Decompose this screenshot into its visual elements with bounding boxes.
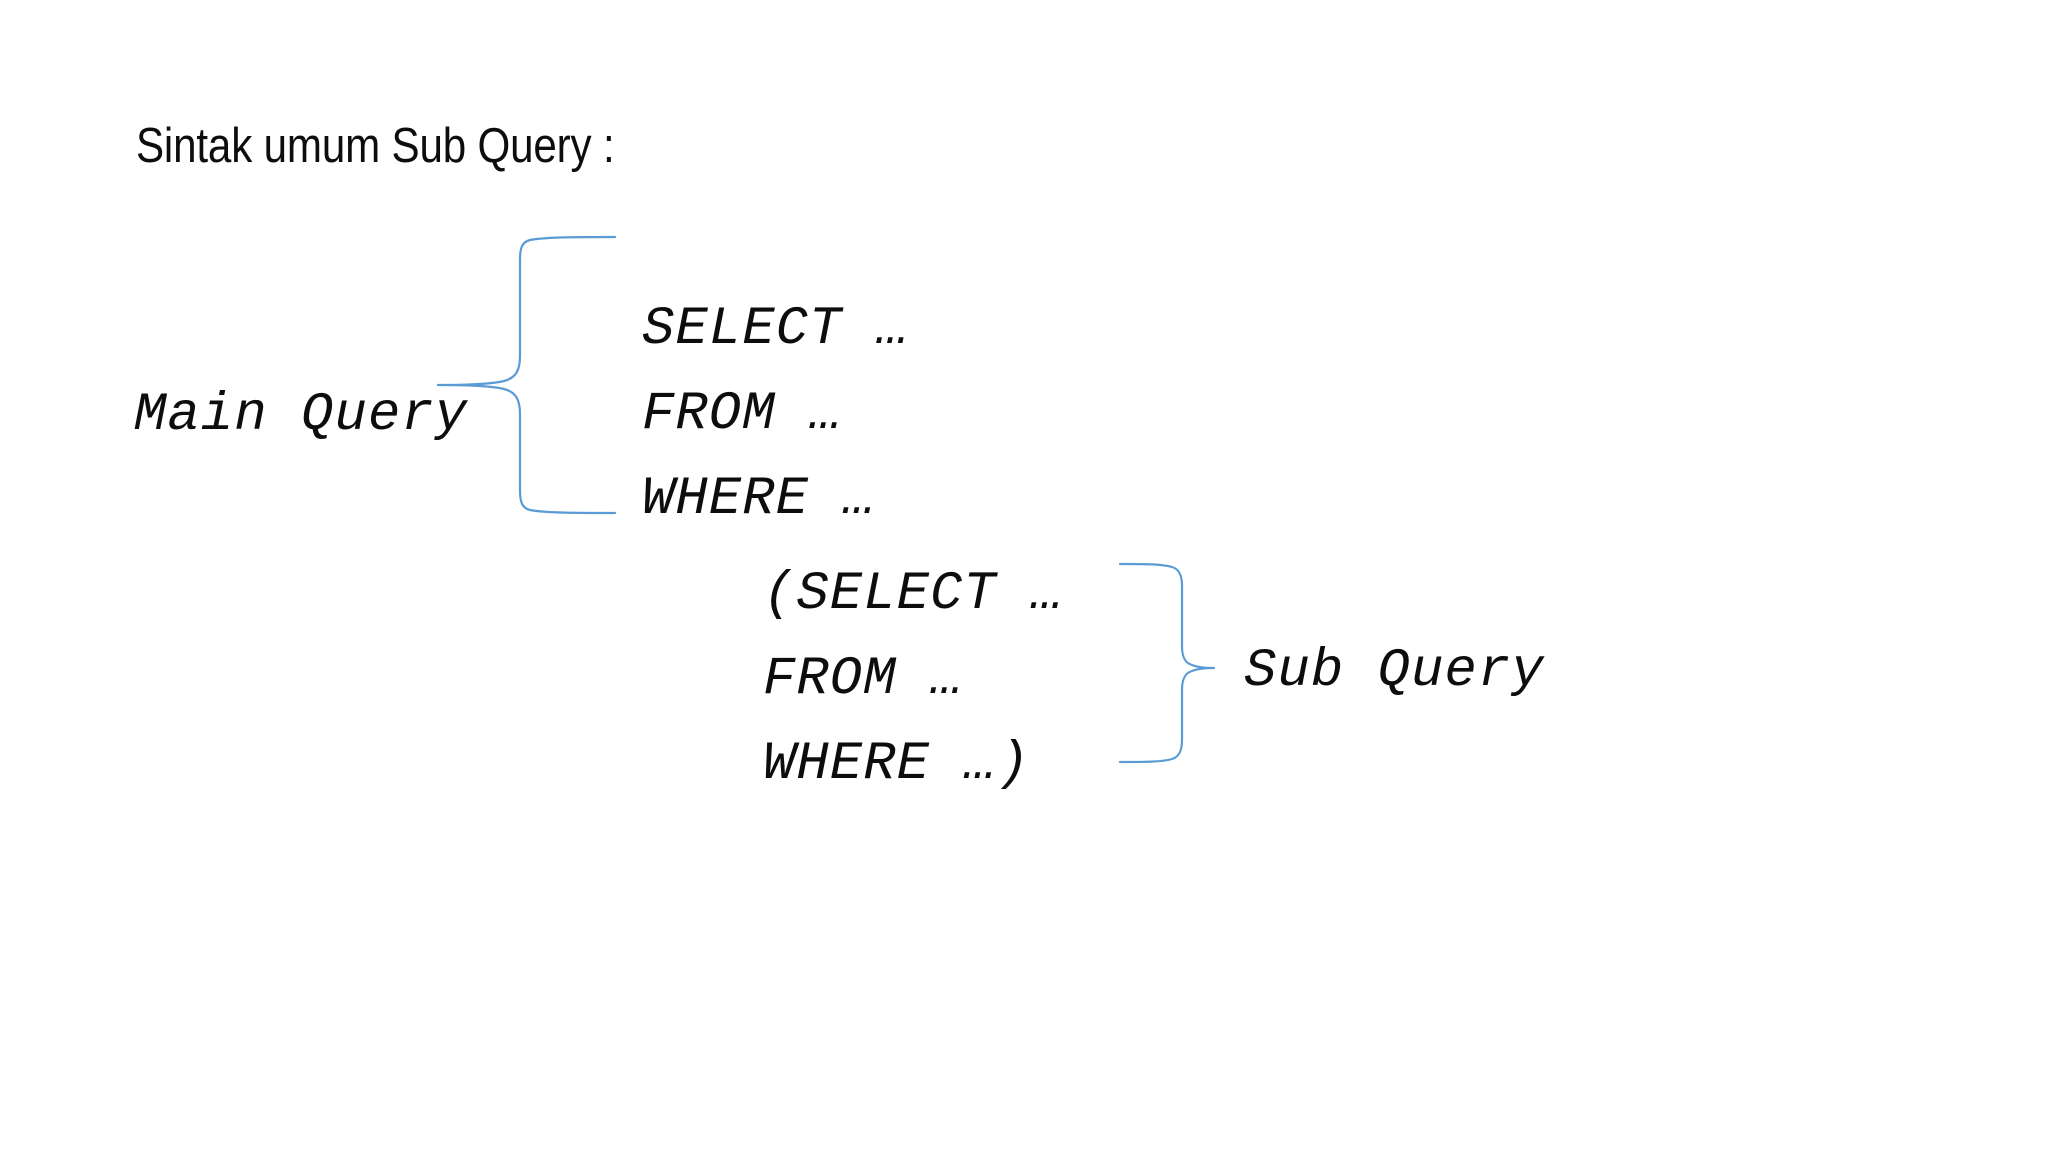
sub-query-label: Sub Query [1244,641,1545,702]
sub-query-line: FROM … [763,649,964,710]
main-query-label: Main Query [134,385,469,446]
main-query-line: FROM … [642,384,843,445]
sub-query-line: (SELECT … [763,564,1064,625]
page-title: Sintak umum Sub Query : [136,119,615,173]
left-curly-brace-icon [436,235,617,515]
sub-query-line: WHERE …) [763,734,1031,795]
right-curly-brace-icon [1118,562,1216,764]
main-query-line: WHERE … [642,469,876,530]
main-query-line: SELECT … [642,299,910,360]
